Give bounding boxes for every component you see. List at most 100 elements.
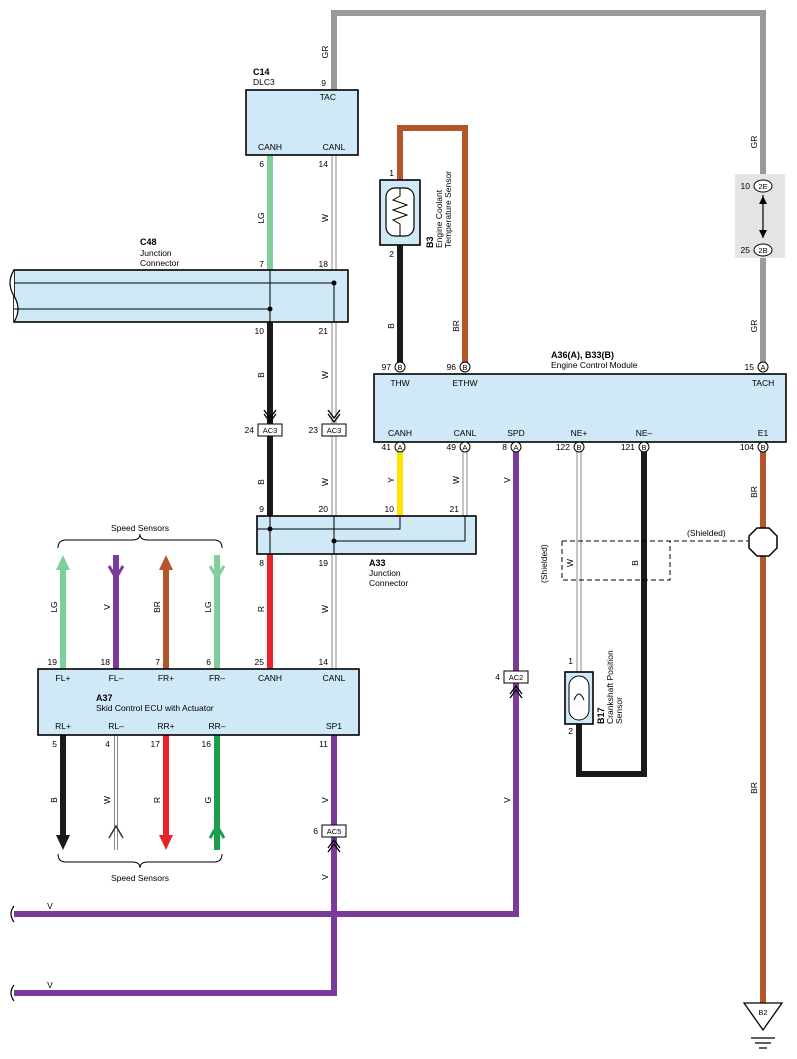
a37-num-19: 19 (48, 657, 58, 667)
a33-num-10: 10 (385, 504, 395, 514)
svg-text:B: B (760, 443, 765, 452)
svg-text:V: V (502, 477, 512, 483)
shield-dashed-line (561, 540, 748, 581)
wire-color-labels: GR GR GR LG W B W B W R W B BR Y W V V W… (47, 46, 759, 990)
svg-text:BR: BR (749, 486, 759, 498)
ac3-connector-right: AC3 (321, 409, 347, 437)
ecm-num-41: 41 (382, 442, 392, 452)
a37-num-5: 5 (52, 739, 57, 749)
b3-id: B3 (425, 236, 435, 248)
b17-num-1: 1 (568, 656, 573, 666)
shielded-label-vertical: (Shielded) (539, 544, 549, 583)
c48-box (13, 269, 349, 323)
c48-num-21: 21 (319, 326, 329, 336)
svg-text:BR: BR (749, 782, 759, 794)
a37-num-11: 11 (319, 739, 328, 749)
svg-text:W: W (320, 214, 330, 222)
c14-pin-canh: CANH (258, 142, 282, 152)
a37-pin-canl: CANL (323, 673, 346, 683)
c48-num-7: 7 (259, 259, 264, 269)
speed-sensors-label-bottom: Speed Sensors (111, 873, 169, 883)
b3-name-2: Temperature Sensor (443, 171, 453, 248)
b17-name-1: Crankshaft Position (605, 650, 615, 724)
b17-id: B17 (596, 707, 606, 724)
b17-num-2: 2 (568, 726, 573, 736)
a37-id: A37 (96, 693, 113, 703)
svg-text:Y: Y (386, 477, 396, 483)
svg-text:V: V (47, 901, 53, 911)
svg-text:R: R (152, 797, 162, 803)
a37-pin-flm: FL– (109, 673, 124, 683)
svg-text:A: A (513, 443, 518, 452)
svg-text:W: W (102, 796, 112, 804)
c48-name-2: Connector (140, 258, 179, 268)
b3-name-1: Engine Coolant (434, 189, 444, 248)
ecm-num-96: 96 (447, 362, 457, 372)
dlc3-box (245, 89, 359, 156)
svg-text:GR: GR (320, 46, 330, 59)
j2e-num-10: 10 (741, 181, 751, 191)
ground-symbol (742, 1002, 784, 1049)
ecm-pin-circles: B B A A A A B B B (394, 361, 769, 453)
ecm-num-97: 97 (382, 362, 392, 372)
a33-box (256, 515, 477, 555)
a33-name-1: Junction (369, 568, 401, 578)
junction-2e-tag: 2E (753, 179, 773, 193)
ecm-pin-spd: SPD (507, 428, 524, 438)
a37-num-4: 4 (105, 739, 110, 749)
ecm-pin-e1: E1 (758, 428, 769, 438)
svg-text:V: V (102, 604, 112, 610)
c14-id: C14 (253, 67, 270, 77)
ac3-num-23: 23 (309, 425, 319, 435)
svg-text:BR: BR (152, 601, 162, 613)
c48-num-18: 18 (319, 259, 329, 269)
wire-v-spd (14, 450, 519, 917)
a37-pin-flp: FL+ (56, 673, 71, 683)
ecm-pin-ethw: ETHW (452, 378, 477, 388)
ecm-pin-nem: NE– (636, 428, 653, 438)
svg-text:2E: 2E (758, 182, 767, 191)
svg-text:W: W (565, 559, 575, 567)
wire-b-nem (576, 450, 647, 777)
ground-b2-id: B2 (758, 1008, 767, 1017)
svg-text:V: V (320, 797, 330, 803)
c14-name: DLC3 (253, 77, 275, 87)
c48-id: C48 (140, 237, 157, 247)
a37-pin-sp1: SP1 (326, 721, 342, 731)
c48-num-10: 10 (255, 326, 265, 336)
ecm-pin-nep: NE+ (571, 428, 588, 438)
ecm-id: A36(A), B33(B) (551, 350, 614, 360)
svg-text:W: W (451, 476, 461, 484)
ac3-num-24: 24 (245, 425, 255, 435)
svg-text:AC3: AC3 (263, 426, 278, 435)
c14-num-canh: 6 (259, 159, 264, 169)
a37-num-17: 17 (151, 739, 161, 749)
a37-pin-frp: FR+ (158, 673, 174, 683)
a37-pin-rrm: RR– (208, 721, 225, 731)
svg-text:LG: LG (49, 601, 59, 612)
a37-name: Skid Control ECU with Actuator (96, 703, 214, 713)
svg-text:V: V (47, 980, 53, 990)
speed-sensors-bracket-bottom (57, 853, 223, 869)
svg-text:W: W (320, 371, 330, 379)
c14-num-canl: 14 (319, 159, 329, 169)
svg-text:LG: LG (203, 601, 213, 612)
ac2-connector: AC2 (503, 670, 529, 699)
svg-text:B: B (576, 443, 581, 452)
b3-num-1: 1 (389, 168, 394, 178)
ac5-num-6: 6 (313, 826, 318, 836)
svg-text:A: A (760, 363, 765, 372)
svg-text:R: R (256, 606, 266, 612)
ecm-name: Engine Control Module (551, 360, 638, 370)
c14-num-tac: 9 (321, 78, 326, 88)
a33-num-9: 9 (259, 504, 264, 514)
c48-name-1: Junction (140, 248, 172, 258)
svg-text:V: V (502, 797, 512, 803)
shielded-label-horizontal: (Shielded) (687, 528, 726, 538)
a37-num-14: 14 (319, 657, 329, 667)
svg-text:B: B (462, 363, 467, 372)
svg-text:AC5: AC5 (327, 827, 342, 836)
a33-internal-lines (257, 516, 466, 554)
svg-text:B: B (386, 323, 396, 329)
